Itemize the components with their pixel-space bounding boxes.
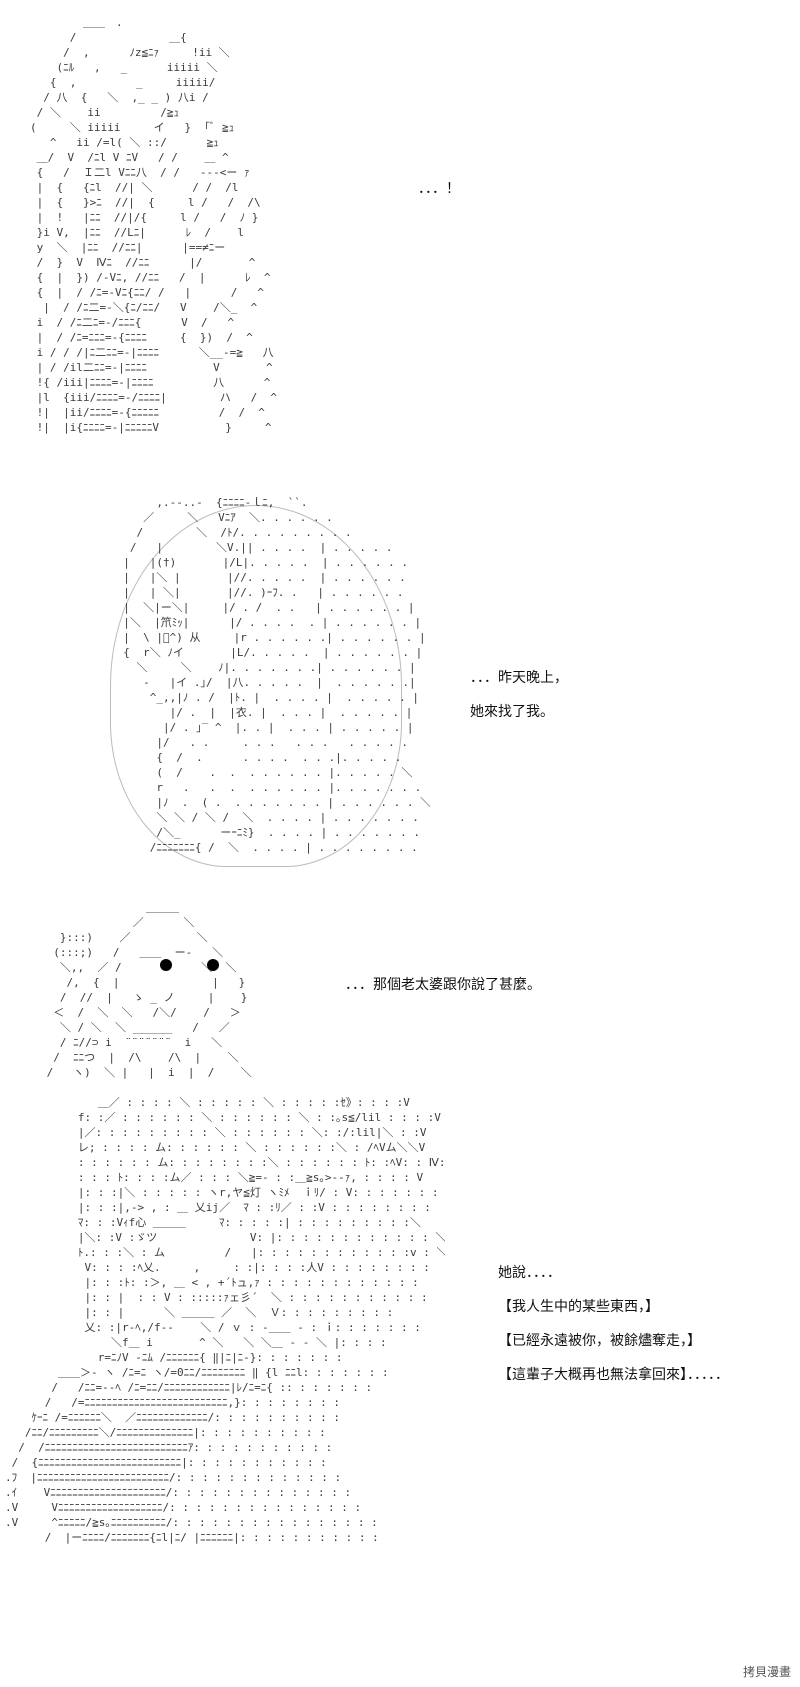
caption-line: ．．．昨天晚上， bbox=[470, 670, 568, 686]
ascii-art-figure-cloaked: ,.--..- {ﾆﾆﾆﾆ-ｌﾆ, ``. ／ ＼ Vﾆｱ ＼. . . . .… bbox=[123, 496, 430, 854]
caption-line: 【這輩子大概再也無法拿回來】．．．．． bbox=[498, 1367, 729, 1383]
caption-line: 她說．．．． bbox=[498, 1265, 561, 1281]
caption-line: ．．．那個老太婆跟你說了甚麼。 bbox=[345, 977, 541, 993]
figure-outline bbox=[110, 505, 402, 867]
caption-line: 她來找了我。 bbox=[470, 704, 554, 720]
left-eye-icon bbox=[160, 959, 172, 971]
caption-panel-2: ．．．昨天晚上， 她來找了我。 bbox=[470, 667, 568, 735]
panel-4: ＿／ : : : : ＼ : : : : : ＼ : : : : :ｾ》: : … bbox=[0, 1095, 800, 1687]
caption-panel-1: ．．．！ bbox=[418, 178, 460, 212]
caption-panel-4: 她說．．．． 【我人生中的某些東西，】 【已經永遠被你，被餘燼奪走，】 【這輩子… bbox=[498, 1262, 729, 1398]
ascii-art-character-crouching: ＿／ : : : : ＼ : : : : : ＼ : : : : :ｾ》: : … bbox=[5, 1096, 445, 1544]
caption-line: 【我人生中的某些東西，】 bbox=[498, 1299, 659, 1315]
caption-panel-3: ．．．那個老太婆跟你說了甚麼。 bbox=[345, 974, 541, 1008]
caption-line: 【已經永遠被你，被餘燼奪走，】 bbox=[498, 1333, 701, 1349]
panel-2: ,.--..- {ﾆﾆﾆﾆ-ｌﾆ, ``. ／ ＼ Vﾆｱ ＼. . . . .… bbox=[0, 495, 800, 880]
ascii-art-creature: ＿＿＿ ／ ＼ }:::) ／ ＼ (:::;) / ＿＿ ー‐ ＼ ＼,, ／… bbox=[46, 901, 252, 1079]
caption-line: ．．．！ bbox=[418, 181, 460, 197]
panel-1: ＿＿ . / ＿{ / , ﾉz≦ﾆｧ !ii ＼ (ﾆﾙ , _ iiiii … bbox=[0, 0, 800, 500]
panel-3: ＿＿＿ ／ ＼ }:::) ／ ＼ (:::;) / ＿＿ ー‐ ＼ ＼,, ／… bbox=[0, 900, 800, 1085]
right-eye-icon bbox=[207, 959, 219, 971]
watermark-logo: 拷貝漫畫 bbox=[739, 1662, 794, 1681]
ascii-art-figure-hooded: ＿＿ . / ＿{ / , ﾉz≦ﾆｧ !ii ＼ (ﾆﾙ , _ iiiii … bbox=[30, 16, 278, 434]
